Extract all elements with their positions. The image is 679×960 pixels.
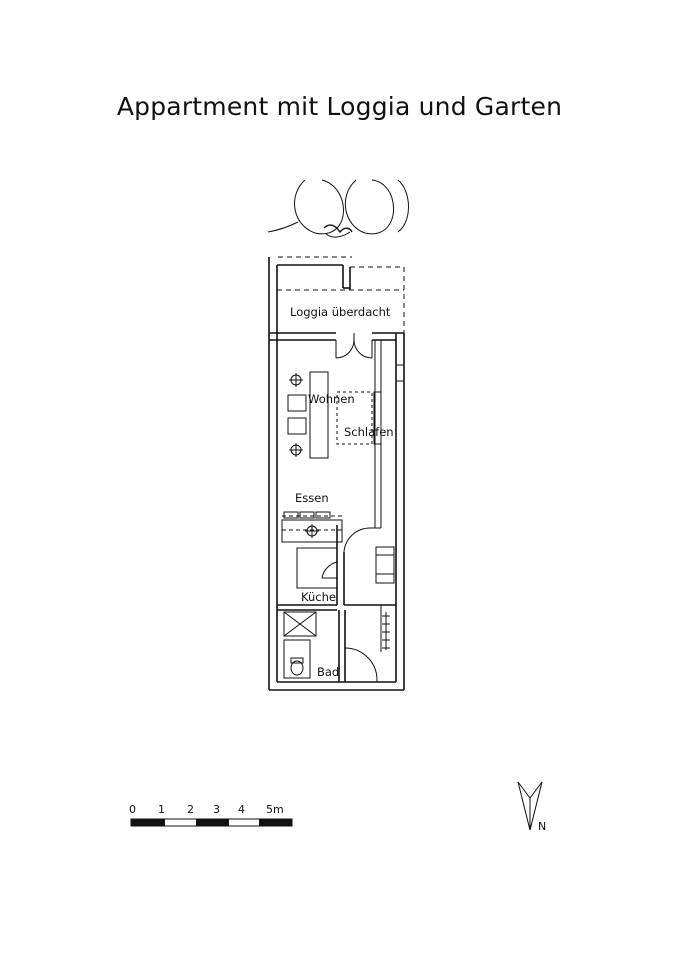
- scale-bar: 0 1 2 3 4 5m: [129, 803, 293, 827]
- sleeping-zone: [336, 391, 382, 445]
- scale-label-4: 4: [238, 803, 245, 816]
- north-arrow-icon: N: [517, 781, 546, 833]
- kitchen-counter: [281, 511, 343, 543]
- bathroom-door[interactable]: [344, 647, 378, 682]
- label-kueche: Küche: [301, 590, 336, 604]
- scale-label-2: 2: [187, 803, 194, 816]
- scale-label-3: 3: [213, 803, 220, 816]
- label-wohnen: Wohnen: [308, 392, 355, 406]
- scale-label-5m: 5m: [266, 803, 284, 816]
- loggia-door[interactable]: [335, 333, 373, 359]
- label-loggia: Loggia überdacht: [290, 305, 391, 319]
- label-schlafen: Schlafen: [344, 425, 394, 439]
- exterior-walls: [268, 257, 405, 691]
- side-window: [395, 364, 405, 382]
- garden-boundary: [278, 256, 405, 333]
- scale-label-1: 1: [158, 803, 165, 816]
- wardrobe: [375, 546, 395, 584]
- kitchen-door[interactable]: [321, 527, 375, 579]
- plan-title: Appartment mit Loggia und Garten: [116, 92, 563, 121]
- entry-coat-rack: [382, 612, 390, 650]
- loggia-facade: [269, 332, 404, 341]
- kitchen-walls: [277, 525, 396, 611]
- garden-trees: [267, 179, 409, 238]
- label-essen: Essen: [295, 491, 329, 505]
- scale-label-0: 0: [129, 803, 136, 816]
- dining-furniture: [287, 371, 329, 459]
- north-label: N: [538, 820, 546, 833]
- label-bad: Bad: [317, 665, 339, 679]
